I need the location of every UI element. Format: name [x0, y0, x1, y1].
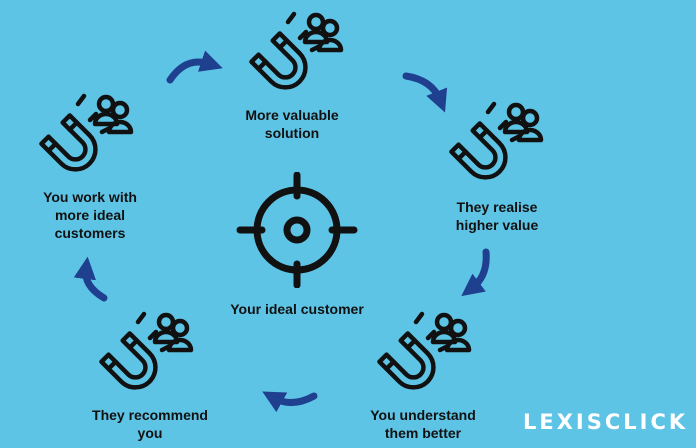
step-label-they-recommend-you: They recommend you	[92, 407, 208, 441]
step-label-they-realise-higher-value: They realise higher value	[455, 199, 539, 233]
curved-arrow-icon	[73, 256, 108, 302]
curved-arrow-icon	[262, 391, 318, 413]
curved-arrow-icon	[461, 248, 490, 297]
step-label-more-valuable-solution: More valuable solution	[245, 107, 339, 141]
curved-arrow-icon	[166, 50, 223, 84]
step-label-you-understand-them-better: You understand them better	[370, 407, 476, 441]
brand-logo-text: LEXISCLICK	[523, 410, 689, 434]
step-label-you-work-with-more-ideal-customers: You work with more ideal customers	[43, 189, 137, 241]
target-crosshair-icon	[236, 172, 358, 288]
curved-arrow-icon	[402, 72, 448, 113]
center-label: Your ideal customer	[230, 301, 364, 317]
